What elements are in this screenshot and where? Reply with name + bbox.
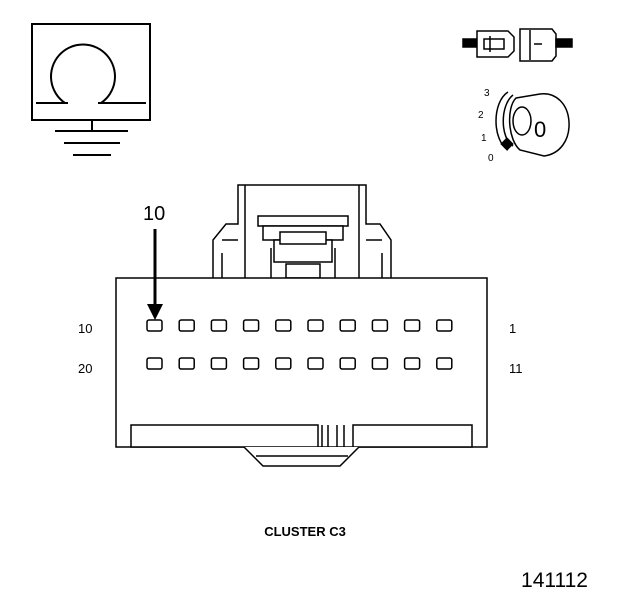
pin-cavity-6 [275,319,292,332]
row-label-bottom-left: 20 [78,361,92,376]
key-position-1: 1 [481,133,487,144]
row-label-top-right: 1 [509,321,516,336]
ignition-key-icon [495,91,570,157]
pin-cavity-3 [371,319,389,332]
pin-cavity-14 [339,357,356,370]
pin-cavity-20 [146,357,163,370]
pin-cavity-10 [146,319,163,332]
pin-cavity-5 [307,319,324,332]
connector-body [115,277,488,467]
pin-cavity-9 [178,319,195,332]
pin-cavity-11 [436,357,453,370]
key-position-0: 0 [488,153,494,164]
pointer-label: 10 [143,203,165,225]
connector-latch [212,184,392,279]
pin-cavity-19 [178,357,195,370]
row-label-top-left: 10 [78,321,92,336]
ground-symbol-icon [31,23,151,156]
pin-cavity-18 [210,357,228,370]
key-label: 0 [534,117,546,142]
pin-cavity-12 [403,357,421,370]
pin-cavity-1 [436,319,453,332]
key-position-2: 2 [478,110,484,121]
pointer-arrow [147,229,163,320]
pin-cavity-15 [307,357,324,370]
row-label-bottom-right: 11 [509,361,523,376]
pin-cavity-16 [275,357,292,370]
pin-grid [146,319,453,370]
plug-connector-icon [462,28,573,62]
pin-cavity-7 [242,319,260,332]
connector-name: CLUSTER C3 [264,524,346,539]
key-position-3: 3 [484,88,490,99]
pin-cavity-13 [371,357,389,370]
pin-cavity-4 [339,319,356,332]
pin-cavity-8 [210,319,228,332]
figure-number: 141112 [521,569,588,592]
pin-cavity-17 [242,357,260,370]
pin-cavity-2 [403,319,421,332]
